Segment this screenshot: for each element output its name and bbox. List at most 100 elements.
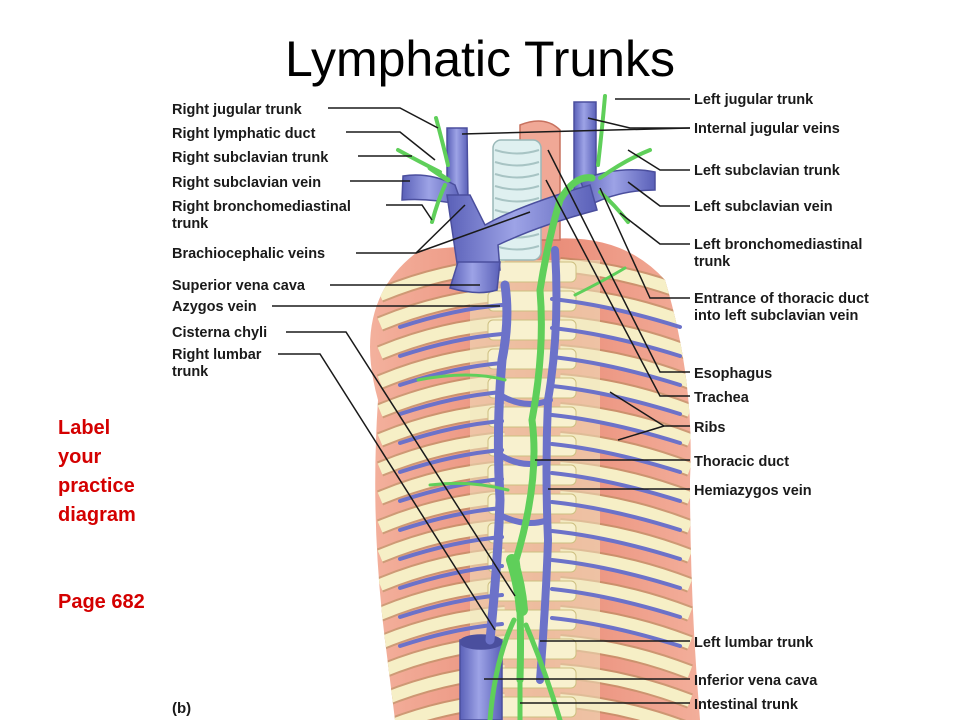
right-lumbar-trunk — [487, 617, 517, 720]
right-subclavian-trunk-label: Right subclavian trunk — [172, 150, 329, 166]
trachea-label-line: Trachea — [694, 390, 750, 406]
left-subclavian-trunk-label-line: Left subclavian trunk — [694, 163, 841, 179]
slide-title: Lymphatic Trunks — [285, 31, 675, 87]
superior-vena-cava-label: Superior vena cava — [172, 278, 306, 294]
right-subclavian-trunk — [396, 148, 442, 174]
intercostal-vein — [550, 529, 682, 561]
intercostal-vein — [398, 535, 504, 561]
azygos-vein — [485, 280, 512, 645]
note-line: your — [58, 446, 102, 468]
practice-note: Label your practice diagram — [58, 414, 136, 530]
tracheal-ring — [494, 185, 540, 191]
intercostal-vein — [550, 297, 682, 329]
intercostal-vein — [550, 471, 682, 503]
left-subclavian-vein-label-line: Left subclavian vein — [694, 199, 833, 215]
tracheal-ring — [494, 173, 540, 179]
azygos-system — [398, 246, 682, 684]
left-jugular-trunk-label-line: Left jugular trunk — [694, 92, 814, 108]
intercostal-lymphatic — [573, 266, 627, 297]
note-line: diagram — [58, 504, 136, 526]
intercostal-vein — [398, 390, 504, 416]
brachiocephalic-veins-leader — [356, 204, 466, 254]
esophagus-label: Esophagus — [694, 366, 772, 382]
right-lymphatic-duct-leader — [346, 131, 436, 161]
right-lumbar-trunk-leader — [278, 353, 496, 631]
panel-letter: (b) — [172, 700, 191, 717]
trachea-leader — [545, 179, 690, 397]
left-bronchomediastinal-trunk-label-line: trunk — [694, 254, 731, 270]
left-bronchomediastinal-trunk-label-line: Left bronchomediastinal — [694, 237, 862, 253]
leader-lines — [272, 98, 691, 704]
right-subclavian-vein-label: Right subclavian vein — [172, 175, 321, 191]
intercostal-vein — [398, 448, 504, 474]
intestinal-trunk-label-line: Intestinal trunk — [694, 697, 799, 713]
left-subclavian-vein-label: Left subclavian vein — [694, 199, 833, 215]
intercostal-vein — [550, 326, 682, 358]
intercostal-veins — [398, 297, 682, 648]
intercostal-vein — [550, 442, 682, 474]
right-bronchomediastinal-trunk-label-line: Right bronchomediastinal — [172, 199, 351, 215]
intestinal-trunk-label: Intestinal trunk — [694, 697, 799, 713]
trachea-label: Trachea — [694, 390, 750, 406]
internal-jugular-veins-leader — [587, 117, 690, 129]
right-bronchomediastinal-trunk-leader — [386, 204, 433, 221]
left-jugular-trunk-label: Left jugular trunk — [694, 92, 814, 108]
internal-jugular-veins-label: Internal jugular veins — [694, 121, 840, 137]
thoracic-duct-label-line: Thoracic duct — [694, 454, 789, 470]
inferior-vena-cava-label-line: Inferior vena cava — [694, 673, 818, 689]
left-subclavian-vein-leader — [627, 181, 690, 207]
hemiazygos-vein-label-line: Hemiazygos vein — [694, 483, 812, 499]
intercostal-vein — [550, 500, 682, 532]
right-jugular-trunk-leader — [328, 107, 439, 129]
azygos-vein-label: Azygos vein — [172, 299, 257, 315]
right-bronchomediastinal-trunk-label-line: trunk — [172, 216, 209, 232]
right-lymphatic-duct-label: Right lymphatic duct — [172, 126, 316, 142]
page-reference: Page 682 — [58, 591, 145, 613]
hemiazygos-crossing — [497, 392, 553, 407]
brachiocephalic-veins-leader — [415, 211, 531, 254]
hemiazygos-vein-label: Hemiazygos vein — [694, 483, 812, 499]
intercostal-vein — [398, 506, 504, 532]
thoracic-duct-entrance-label-line: into left subclavian vein — [694, 308, 858, 324]
right-lumbar-trunk-label-line: Right lumbar — [172, 347, 262, 363]
left-lumbar-trunk-label-line: Left lumbar trunk — [694, 635, 814, 651]
left-lumbar-trunk — [523, 622, 563, 720]
right-bronchomediastinal-trunk — [430, 183, 447, 224]
tracheal-ring — [494, 161, 540, 167]
intercostal-vein — [550, 413, 682, 445]
tracheal-ring — [494, 197, 540, 203]
intercostal-vein — [398, 361, 504, 387]
intercostal-vein — [550, 355, 682, 387]
cisterna-chyli-label: Cisterna chyli — [172, 325, 267, 341]
note-line: practice — [58, 475, 135, 497]
ribs-leader — [617, 425, 665, 441]
note-line: Label — [58, 417, 111, 439]
right-lymphatic-duct-label-line: Right lymphatic duct — [172, 126, 316, 142]
brachiocephalic-veins-label-line: Brachiocephalic veins — [172, 246, 325, 262]
right-jugular-trunk — [434, 116, 450, 167]
left-bronchomediastinal-trunk-leader — [619, 212, 690, 245]
right-lumbar-trunk-label-line: trunk — [172, 364, 209, 380]
right-jugular-trunk-label-line: Right jugular trunk — [172, 102, 303, 118]
left-subclavian-trunk-label: Left subclavian trunk — [694, 163, 841, 179]
ribs-label: Ribs — [694, 420, 725, 436]
intercostal-vein — [550, 558, 682, 590]
azygos-vein-label-line: Azygos vein — [172, 299, 257, 315]
left-subclavian-trunk — [598, 148, 652, 180]
superior-vena-cava — [449, 261, 501, 294]
intercostal-vein — [398, 593, 504, 619]
cisterna-chyli-leader — [286, 331, 516, 597]
cisterna-chyli-label-line: Cisterna chyli — [172, 325, 267, 341]
hemiazygos-crossing — [497, 452, 551, 467]
hemiazygos-vein — [536, 246, 561, 684]
tracheal-ring — [494, 149, 540, 155]
inferior-vena-cava-label: Inferior vena cava — [694, 673, 818, 689]
right-jugular-trunk-label: Right jugular trunk — [172, 102, 303, 118]
right-subclavian-trunk-label-line: Right subclavian trunk — [172, 150, 329, 166]
